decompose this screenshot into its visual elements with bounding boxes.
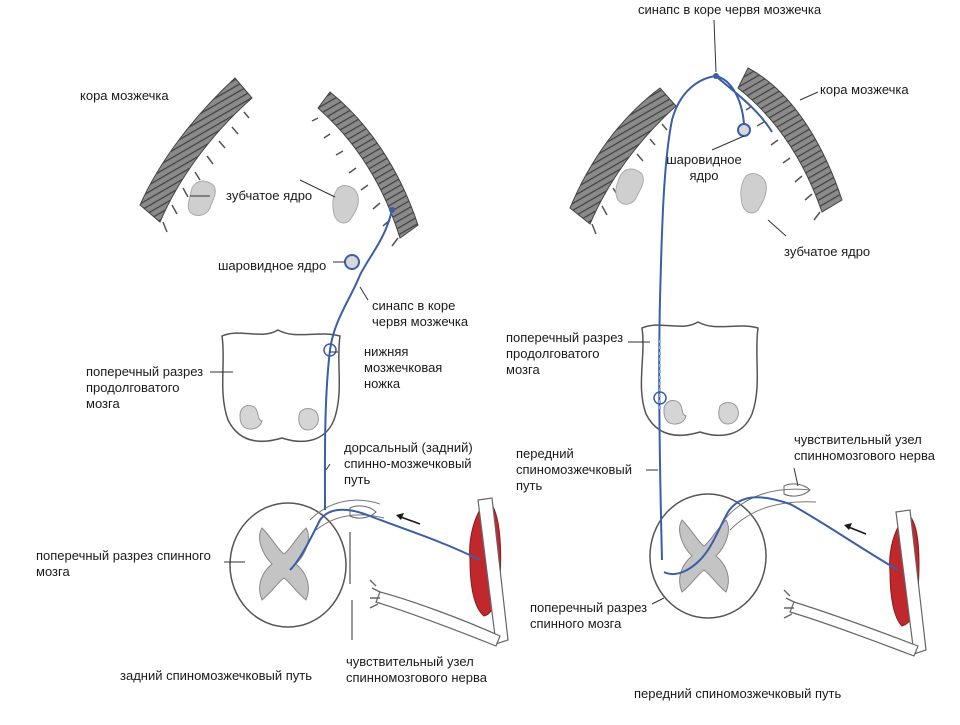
left-caption: задний спиномозжечковый путь xyxy=(120,668,313,683)
left-spinal-grey-matter xyxy=(259,527,309,601)
right-label-spinal-section: поперечный разрез спинного мозга xyxy=(530,600,648,631)
right-dentate-nucleus-a xyxy=(615,168,644,205)
left-label-spinal-section: поперечный разрез спинного мозга xyxy=(36,548,211,579)
left-medulla-section xyxy=(221,329,341,443)
left-label-ganglion: чувствительный узел спинномозгового нерв… xyxy=(346,654,487,685)
left-label-synapse: синапс в коре червя мозжечка xyxy=(372,298,469,329)
right-label-synapse: синапс в коре червя мозжечка xyxy=(638,2,822,17)
right-medulla-olive-b xyxy=(718,402,739,425)
left-label-medulla: поперечный разрез продолговатого мозга xyxy=(86,364,204,411)
left-medulla-olive-a xyxy=(239,404,263,430)
left-hand-bones xyxy=(369,579,381,609)
left-dentate-nucleus-a xyxy=(187,180,216,216)
left-nerve-root xyxy=(309,499,385,531)
right-label-cortex: кора мозжечка xyxy=(820,82,909,97)
left-cortex-right-wing xyxy=(317,91,419,239)
right-arm-bone-upper xyxy=(895,509,927,655)
right-label-globose: шаровидное ядро xyxy=(666,152,742,183)
left-label-cortex: кора мозжечка xyxy=(80,88,169,103)
right-cortex-right-wing xyxy=(737,67,843,213)
right-globose-nucleus xyxy=(737,123,751,137)
left-label-dorsal-tract: дорсальный (задний) спинно-мозжечковый п… xyxy=(344,440,473,487)
right-label-anterior-tract: передний спиномозжечковый путь xyxy=(516,446,633,493)
left-panel xyxy=(139,77,509,647)
right-label-medulla: поперечный разрез продолговатого мозга xyxy=(506,330,624,377)
left-medulla-olive-b xyxy=(298,408,319,431)
right-synapse-dot xyxy=(713,73,719,79)
left-pathway-line xyxy=(289,209,481,571)
right-nerve-root xyxy=(723,488,817,531)
right-hand-bones xyxy=(783,589,795,619)
right-caption: передний спиномозжечковый путь xyxy=(634,686,842,701)
left-synapse-dot xyxy=(389,207,395,213)
left-dentate-nucleus-b xyxy=(332,185,359,224)
right-label-dentate: зубчатое ядро xyxy=(784,244,871,259)
left-globose-nucleus xyxy=(344,254,360,270)
right-cortex-left-wing xyxy=(569,87,677,225)
right-dentate-nucleus-b xyxy=(740,173,767,214)
right-medulla-olive-a xyxy=(663,399,687,425)
right-leader-lines xyxy=(628,19,819,605)
left-arm-bone-upper xyxy=(477,497,509,645)
left-label-inferior-peduncle: нижняя мозжечковая ножка xyxy=(364,344,443,391)
left-label-globose: шаровидное ядро xyxy=(218,258,327,273)
left-cortex-right-teeth xyxy=(311,117,399,247)
left-cortex-left-wing xyxy=(139,77,253,223)
right-arm-bone-lower xyxy=(789,601,919,657)
left-peduncle-dot xyxy=(323,343,337,357)
left-label-dentate: зубчатое ядро xyxy=(226,188,313,203)
left-arm-bone-lower xyxy=(375,591,501,647)
left-leader-lines xyxy=(190,179,369,640)
right-afferent-arrowhead xyxy=(844,523,852,530)
right-label-ganglion: чувствительный узел спинномозгового нерв… xyxy=(794,432,935,463)
right-cortex-right-teeth xyxy=(745,105,821,221)
right-peduncle-dot xyxy=(653,391,667,405)
right-panel xyxy=(569,19,927,657)
left-cortex-left-teeth xyxy=(162,111,250,233)
left-afferent-arrowhead xyxy=(396,513,404,520)
